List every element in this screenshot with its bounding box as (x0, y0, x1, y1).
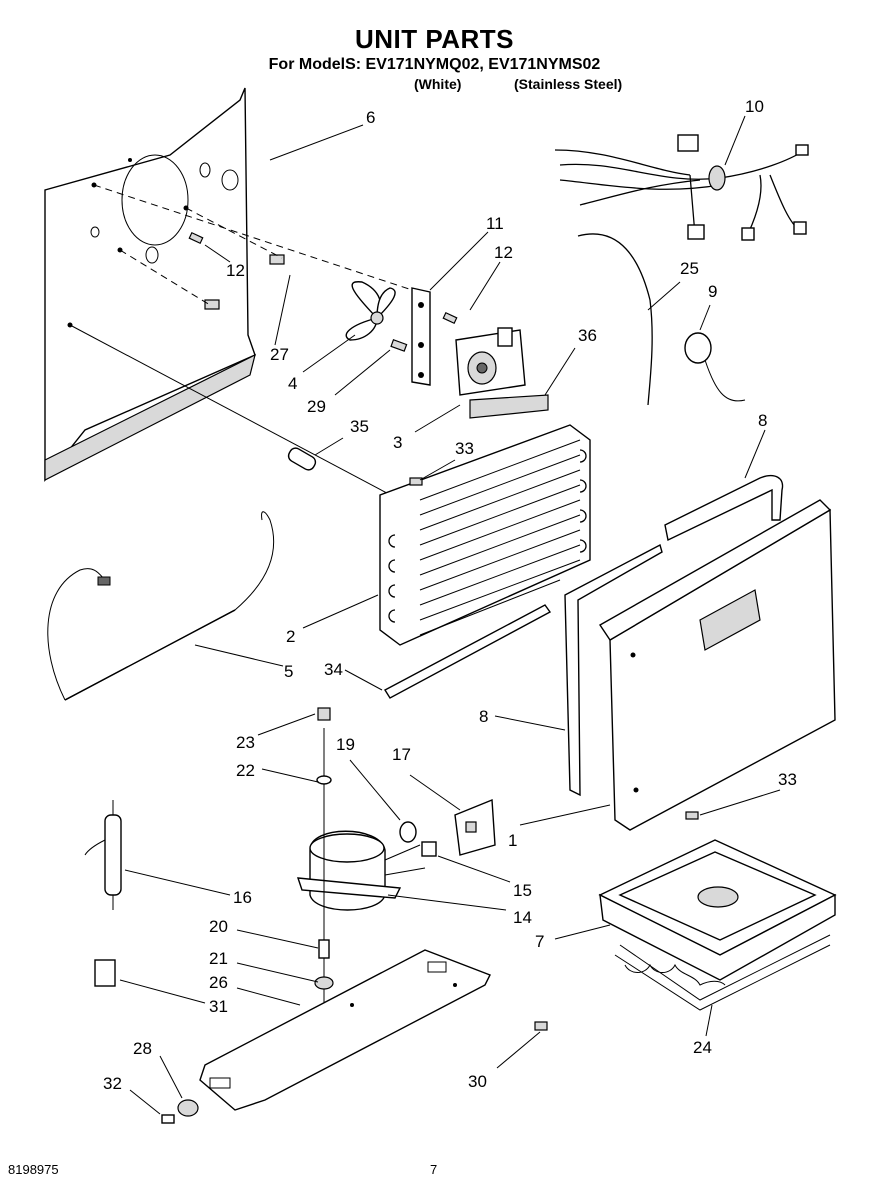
model-numbers: For ModelS: EV171NYMQ02, EV171NYMS02 (268, 56, 601, 73)
capacitor-part (421, 841, 437, 857)
callout-27: 27 (270, 345, 289, 364)
fan-motor-part (455, 327, 526, 396)
callout-31: 31 (209, 997, 228, 1016)
document-number: 8198975 (8, 1162, 59, 1177)
fan-blade-part (345, 281, 396, 341)
compressor-part (296, 830, 426, 911)
drain-trough-part (384, 604, 552, 699)
callout-15: 15 (513, 881, 532, 900)
screw-part-29 (390, 339, 408, 352)
callout-21: 21 (209, 949, 228, 968)
fan-bracket-part (411, 287, 431, 386)
variant-white-label: (White) (414, 76, 462, 92)
callout-4: 4 (288, 374, 297, 393)
side-panel-part (564, 474, 784, 797)
callout-30: 30 (468, 1072, 487, 1091)
page-number: 7 (430, 1162, 438, 1177)
callout-labels: 6 10 11 12 12 25 9 27 4 36 29 35 3 33 8 … (103, 97, 797, 1093)
callout-2: 2 (286, 627, 295, 646)
screw-part-33 (409, 477, 423, 486)
callout-22: 22 (236, 761, 255, 780)
base-plate-part (199, 949, 491, 1111)
callout-33-upper: 33 (455, 439, 474, 458)
callout-7: 7 (535, 932, 544, 951)
callout-17: 17 (392, 745, 411, 764)
callout-14: 14 (513, 908, 532, 927)
leveler-foot-part (177, 1099, 199, 1117)
callout-26: 26 (209, 973, 228, 992)
callout-10: 10 (745, 97, 764, 116)
callout-23: 23 (236, 733, 255, 752)
callout-8-upper: 8 (758, 411, 767, 430)
leader-lines (119, 115, 781, 1115)
callout-16: 16 (233, 888, 252, 907)
callout-36: 36 (578, 326, 597, 345)
condenser-part (614, 934, 831, 1011)
callout-19: 19 (336, 735, 355, 754)
defrost-heater-part (47, 511, 275, 701)
variant-steel-label: (Stainless Steel) (514, 76, 623, 92)
thermostat-part (684, 332, 746, 402)
callout-11: 11 (486, 214, 504, 233)
screw-part-12 (188, 231, 458, 325)
overload-protector-part (399, 821, 417, 843)
callout-28: 28 (133, 1039, 152, 1058)
drain-pan-part (598, 839, 837, 981)
callout-3: 3 (393, 433, 402, 452)
filter-drier-part (84, 800, 122, 910)
callout-32: 32 (103, 1074, 122, 1093)
callout-12-lower: 12 (226, 261, 245, 280)
callout-24: 24 (693, 1038, 712, 1057)
callout-6: 6 (366, 108, 375, 127)
wiring-harness-part (554, 134, 809, 241)
callout-12-upper: 12 (494, 243, 513, 262)
evaporator-part (379, 424, 591, 646)
callout-29: 29 (307, 397, 326, 416)
relay-part (454, 798, 496, 856)
callout-20: 20 (209, 917, 228, 936)
roller-part (161, 1114, 175, 1124)
screw-part-30 (534, 1021, 548, 1031)
callout-33-lower: 33 (778, 770, 797, 789)
start-device-part (94, 959, 116, 987)
callout-25: 25 (680, 259, 699, 278)
callout-9: 9 (708, 282, 717, 301)
page-title: UNIT PARTS (354, 24, 515, 54)
callout-5: 5 (284, 662, 293, 681)
drain-tube-part (577, 233, 653, 406)
callout-8-lower: 8 (479, 707, 488, 726)
callout-35: 35 (350, 417, 369, 436)
screw-part-33-lower (685, 811, 699, 820)
motor-bracket-part (469, 394, 549, 419)
spacer-part-35 (287, 447, 317, 471)
callout-1: 1 (508, 831, 517, 850)
callout-34: 34 (324, 660, 343, 679)
rear-panel-part (44, 87, 285, 482)
evaporator-cover-part (599, 499, 836, 831)
